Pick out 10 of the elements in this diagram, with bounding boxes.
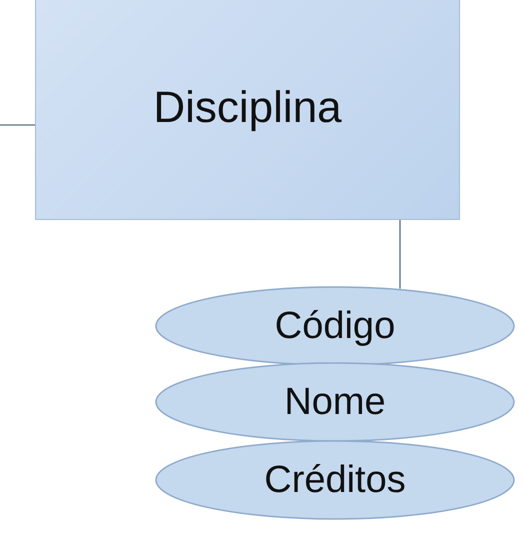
attribute-name: Nome (284, 380, 386, 424)
entity-name: Disciplina (153, 83, 342, 133)
connector-line (0, 124, 35, 126)
attribute-ellipse (155, 440, 515, 520)
attribute-ellipse (155, 362, 515, 442)
connector-line (399, 220, 401, 289)
attribute-ellipse (155, 286, 515, 366)
entity-box (35, 0, 460, 220)
attribute-name: Código (274, 304, 396, 348)
attribute-name: Créditos (264, 458, 406, 502)
